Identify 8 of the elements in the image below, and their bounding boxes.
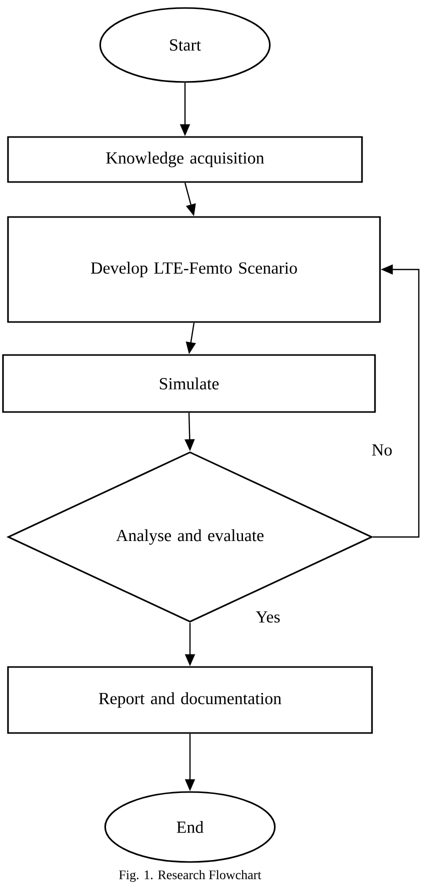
terminal-oval: Start [99,7,271,83]
process-box: Report and documentation [7,666,373,734]
process-box: Develop LTE-Femto Scenario [7,216,381,323]
terminal-oval: End [104,791,276,863]
process-box: Simulate [2,354,376,413]
caption: Fig. 1. Research Flowchart [119,870,262,882]
edge-label: Yes [254,610,282,624]
process-box: Knowledge acquisition [7,136,363,183]
